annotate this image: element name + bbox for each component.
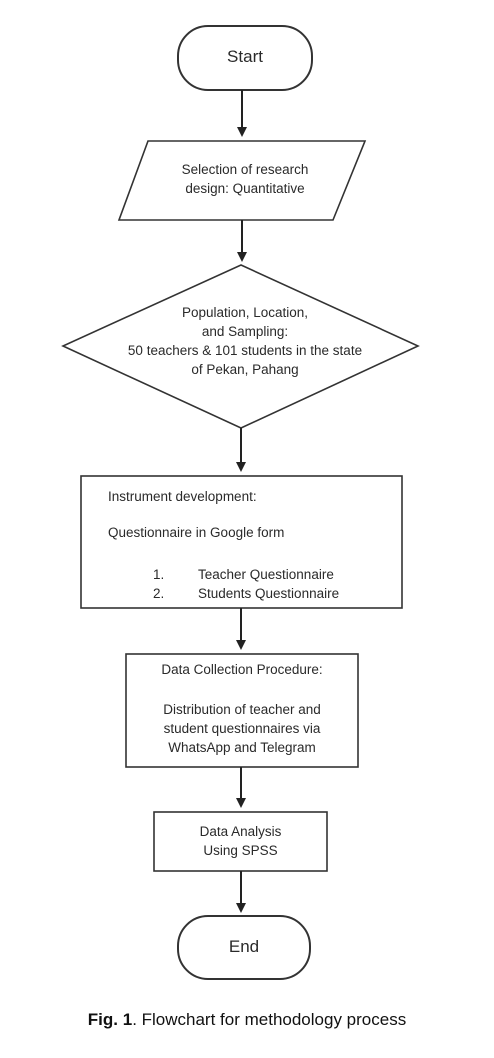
data-collection-title: Data Collection Procedure: (161, 662, 323, 677)
population-line-2: and Sampling: (201, 324, 289, 339)
data-analysis-line-2: Using SPSS (203, 843, 278, 858)
data-collection-box (125, 653, 359, 768)
instrument-item-1-text: Teacher Questionnaire (198, 567, 334, 582)
research-design-line-2: design: Quantitative (185, 181, 305, 196)
research-design-parallelogram (117, 140, 367, 221)
instrument-item-2-number: 2. (153, 586, 165, 601)
data-collection-line-2: student questionnaires via (163, 721, 321, 736)
population-line-1: Population, Location, (181, 305, 309, 320)
population-line-3: 50 teachers & 101 students in the state (127, 343, 363, 358)
instrument-subtitle: Questionnaire in Google form (108, 525, 285, 540)
research-design-line-1: Selection of research (181, 162, 309, 177)
population-text: Population, Location, and Sampling: 50 t… (100, 303, 390, 379)
research-design-text: Selection of research design: Quantitati… (140, 160, 350, 198)
data-collection-line-1: Distribution of teacher and (163, 702, 321, 717)
end-terminal (177, 915, 311, 980)
figure-caption: Fig. 1. Flowchart for methodology proces… (0, 1010, 494, 1030)
figure-caption-label: Fig. 1 (87, 1010, 133, 1029)
data-analysis-box (153, 811, 328, 872)
data-analysis-text: Data Analysis Using SPSS (154, 822, 327, 860)
instrument-development-box (80, 475, 403, 609)
data-analysis-line-1: Data Analysis (199, 824, 282, 839)
population-line-4: of Pekan, Pahang (191, 362, 299, 377)
start-terminal (177, 25, 313, 91)
instrument-item-2-text: Students Questionnaire (198, 586, 340, 601)
end-label: End (228, 937, 260, 956)
data-collection-line-3: WhatsApp and Telegram (168, 740, 316, 755)
start-label: Start (227, 47, 263, 66)
instrument-item-1-number: 1. (153, 567, 165, 582)
figure-caption-text: . Flowchart for methodology process (132, 1010, 407, 1029)
instrument-title: Instrument development: (108, 489, 257, 504)
data-collection-body: Distribution of teacher and student ques… (126, 700, 358, 757)
